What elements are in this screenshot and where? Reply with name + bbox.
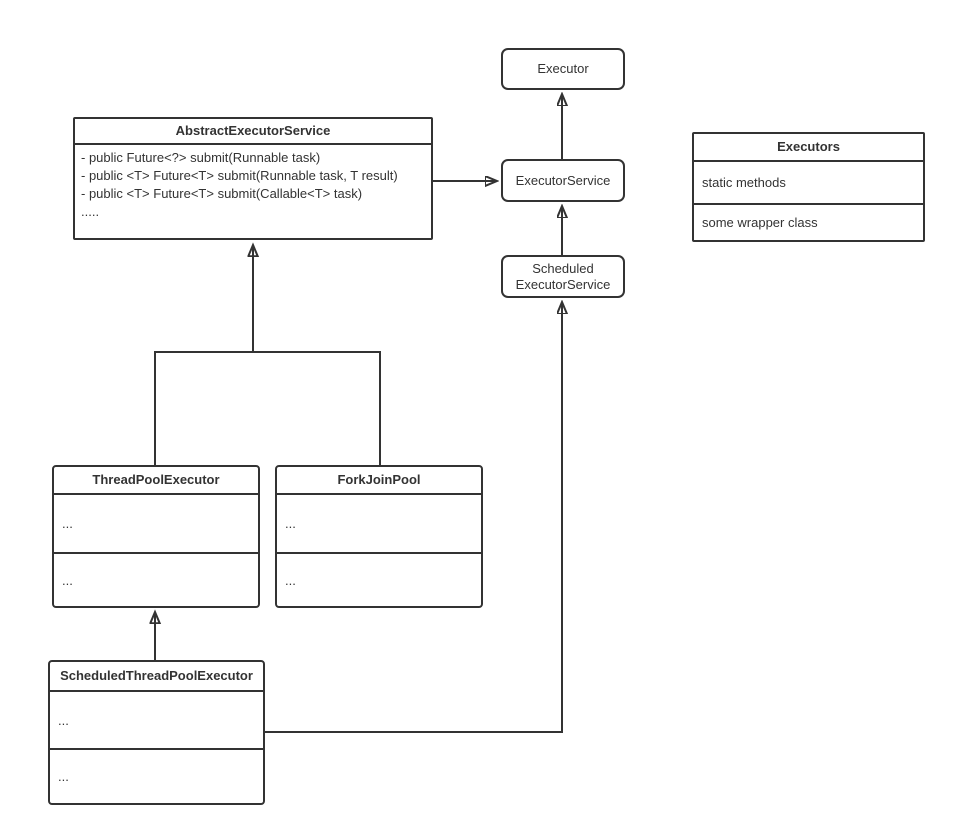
node-fork-join-pool-row: ... xyxy=(277,495,481,554)
node-fork-join-pool: ForkJoinPool ... ... xyxy=(275,465,483,608)
node-executors-row-wrapper-class: some wrapper class xyxy=(702,215,818,230)
node-fork-join-pool-row: ... xyxy=(285,572,296,588)
node-scheduled-thread-pool-executor-title: ScheduledThreadPoolExecutor xyxy=(50,662,263,692)
member-line: ..... xyxy=(81,204,100,219)
node-scheduled-executor-service-label: Scheduled ExecutorService xyxy=(515,260,611,292)
node-executor-label: Executor xyxy=(537,61,589,76)
node-fork-join-pool-title: ForkJoinPool xyxy=(277,467,481,495)
node-thread-pool-executor-title: ThreadPoolExecutor xyxy=(54,467,258,495)
node-abstract-executor-service-members: - public Future<?> submit(Runnable task)… xyxy=(75,145,431,238)
node-abstract-executor-service: AbstractExecutorService - public Future<… xyxy=(73,117,433,240)
node-scheduled-thread-pool-executor: ScheduledThreadPoolExecutor ... ... xyxy=(48,660,265,805)
node-executor: Executor xyxy=(501,48,625,90)
node-scheduled-thread-pool-executor-row: ... xyxy=(58,769,69,784)
node-thread-pool-executor-row: ... xyxy=(54,495,258,554)
node-executor-service: ExecutorService xyxy=(501,159,625,202)
node-executor-service-label: ExecutorService xyxy=(515,172,611,188)
node-executors-row-static-methods: static methods xyxy=(694,162,923,205)
node-scheduled-executor-service: Scheduled ExecutorService xyxy=(501,255,625,298)
node-thread-pool-executor-row: ... xyxy=(62,572,73,588)
node-executors-title: Executors xyxy=(694,134,923,162)
node-executors: Executors static methods some wrapper cl… xyxy=(692,132,925,242)
node-scheduled-thread-pool-executor-row: ... xyxy=(50,692,263,750)
node-thread-pool-executor: ThreadPoolExecutor ... ... xyxy=(52,465,260,608)
member-line: - public <T> Future<T> submit(Callable<T… xyxy=(81,186,363,201)
edge-bus-threadpoolexecutor-forkjoinpool xyxy=(154,351,381,465)
member-line: - public Future<?> submit(Runnable task) xyxy=(81,150,321,165)
node-abstract-executor-service-title: AbstractExecutorService xyxy=(75,119,431,145)
member-line: - public <T> Future<T> submit(Runnable t… xyxy=(81,168,398,183)
